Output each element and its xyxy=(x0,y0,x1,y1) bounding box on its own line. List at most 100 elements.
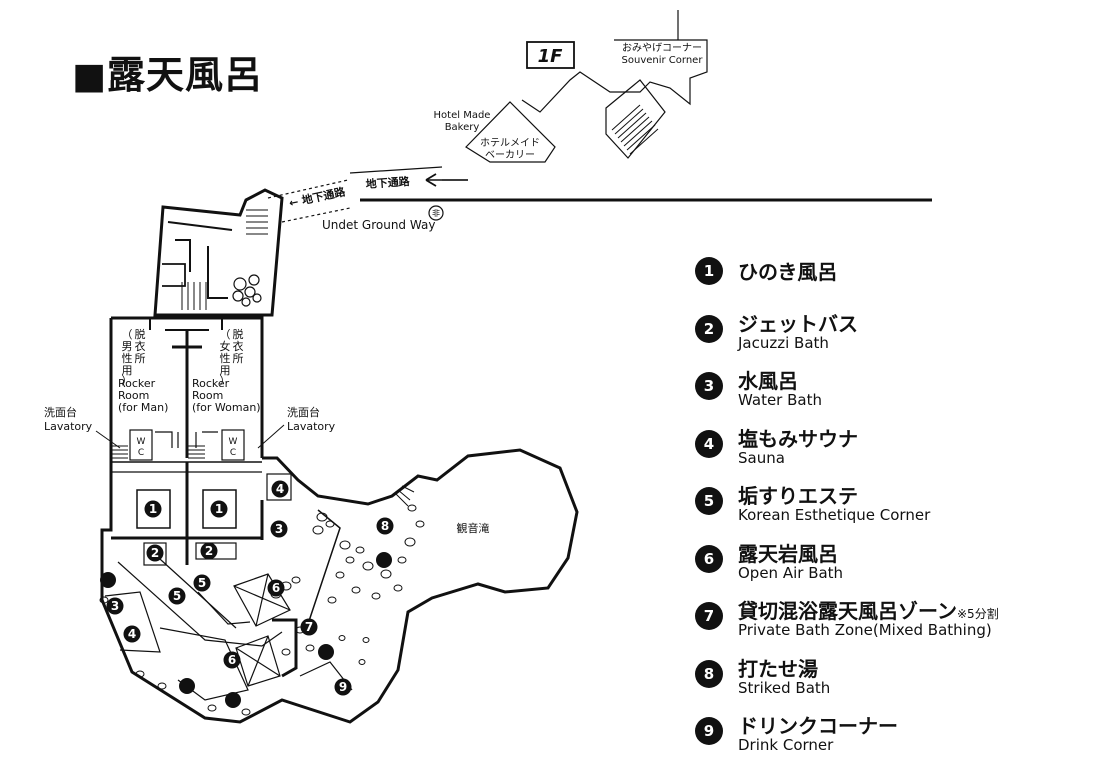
marker-5-left: 5 xyxy=(168,587,186,605)
svg-text:Room: Room xyxy=(118,389,149,402)
lavatory-left-jp: 洗面台 xyxy=(44,405,77,419)
locker-man-label-jp: 脱 衣 所 （ 男 性 用 ） xyxy=(122,327,146,387)
marker-3-left: 3 xyxy=(106,597,124,615)
svg-text:4: 4 xyxy=(276,482,284,496)
legend-label-en: Water Bath xyxy=(738,391,822,409)
bakery-outline xyxy=(465,101,556,163)
title-square: ■ xyxy=(72,56,108,97)
legend-label-en: Private Bath Zone(Mixed Bathing) xyxy=(738,621,992,639)
bakery-label-en-1: Hotel Made xyxy=(434,110,491,121)
svg-text:Rocker: Rocker xyxy=(118,377,156,390)
svg-text:所: 所 xyxy=(135,352,146,365)
legend-item-9: 9 ドリンクコーナー Drink Corner xyxy=(695,710,1095,768)
bakery-label-en-2: Bakery xyxy=(445,122,480,133)
svg-text:）: ） xyxy=(220,374,231,387)
legend-note: ※5分割 xyxy=(957,607,999,621)
marker-2-right: 2 xyxy=(200,542,218,560)
legend-label-en: Drink Corner xyxy=(738,736,834,754)
bath-area xyxy=(99,448,579,724)
marker-6-right: 6 xyxy=(267,579,285,597)
floor-label: 1F xyxy=(538,46,564,67)
waterfall-label: 観音滝 xyxy=(457,521,490,535)
marker-4-right: 4 xyxy=(271,480,289,498)
emergency-mark: 非 xyxy=(432,208,440,218)
svg-text:衣: 衣 xyxy=(135,339,146,353)
svg-text:男: 男 xyxy=(122,340,133,353)
legend-label-jp-text: 貸切混浴露天風呂ゾーン xyxy=(738,599,957,623)
legend-number: 7 xyxy=(695,602,723,630)
svg-text:脱: 脱 xyxy=(233,327,244,341)
legend-number: 5 xyxy=(695,487,723,515)
upper-floor-area xyxy=(267,10,932,223)
marker-3-right: 3 xyxy=(270,520,288,538)
svg-text:(for Woman): (for Woman) xyxy=(192,401,261,414)
svg-text:用: 用 xyxy=(122,364,133,377)
svg-text:（: （ xyxy=(220,328,231,341)
svg-text:3: 3 xyxy=(275,522,283,536)
legend-item-4: 4 塩もみサウナ Sauna xyxy=(695,423,1095,481)
wc-left-w: W xyxy=(137,437,146,447)
lavatory-right-jp: 洗面台 xyxy=(287,405,320,419)
bath6-roof xyxy=(235,635,281,687)
svg-text:9: 9 xyxy=(339,680,347,694)
entry-building xyxy=(153,188,284,317)
legend-item-3: 3 水風呂 Water Bath xyxy=(695,365,1095,423)
legend-label-jp: 塩もみサウナ xyxy=(738,426,858,451)
emergency-exit-icon xyxy=(428,205,444,221)
legend: 1 ひのき風呂 2 ジェットバス Jacuzzi Bath 3 水風呂 Wate… xyxy=(695,250,1095,768)
legend-item-2: 2 ジェットバス Jacuzzi Bath xyxy=(695,308,1095,366)
wc-left-c: C xyxy=(138,448,144,458)
legend-label-jp: ジェットバス xyxy=(738,311,858,336)
legend-label-jp: 貸切混浴露天風呂ゾーン※5分割 xyxy=(738,595,999,624)
souvenir-label-jp: おみやげコーナー xyxy=(622,42,702,54)
svg-text:用: 用 xyxy=(220,364,231,377)
svg-text:性: 性 xyxy=(122,351,133,365)
locker-man-label-en: Rocker Room (for Man) xyxy=(118,377,168,414)
legend-item-6: 6 露天岩風呂 Open Air Bath xyxy=(695,538,1095,596)
locker-rooms xyxy=(95,316,285,461)
marker-1-left: 1 xyxy=(144,500,162,518)
wc-right-c: C xyxy=(230,448,236,458)
svg-text:6: 6 xyxy=(228,653,236,667)
svg-text:7: 7 xyxy=(305,620,313,634)
bakery-label-jp-1: ホテルメイド xyxy=(480,137,540,149)
svg-text:女: 女 xyxy=(220,339,231,353)
marker-1-right: 1 xyxy=(210,500,228,518)
legend-label-jp: 打たせ湯 xyxy=(738,656,818,681)
legend-item-7: 7 貸切混浴露天風呂ゾーン※5分割 Private Bath Zone(Mixe… xyxy=(695,595,1095,653)
title-text: 露天風呂 xyxy=(107,53,264,97)
svg-text:5: 5 xyxy=(173,589,181,603)
svg-text:1: 1 xyxy=(149,502,157,516)
legend-label-en: Korean Esthetique Corner xyxy=(738,506,931,524)
legend-number: 9 xyxy=(695,717,723,745)
marker-7: 7 xyxy=(300,618,318,636)
svg-text:2: 2 xyxy=(205,544,213,558)
marker-9: 9 xyxy=(334,678,352,696)
legend-label-en: Striked Bath xyxy=(738,678,831,697)
legend-label-en: Open Air Bath xyxy=(738,563,844,582)
locker-woman-label-en: Rocker Room (for Woman) xyxy=(192,377,261,414)
underground-label-right: 地下通路 xyxy=(365,174,411,191)
wc-right-w: W xyxy=(229,437,238,447)
marker-4-left: 4 xyxy=(123,625,141,643)
legend-label-jp: 垢すりエステ xyxy=(738,484,858,508)
legend-label-en: Jacuzzi Bath xyxy=(738,333,829,352)
legend-number: 4 xyxy=(695,429,723,458)
legend-label-jp: ひのき風呂 xyxy=(738,260,838,284)
open-air-bath-roof xyxy=(233,573,291,627)
svg-text:脱: 脱 xyxy=(135,327,146,341)
legend-item-1: 1 ひのき風呂 xyxy=(695,250,1095,308)
floor-label-box xyxy=(526,41,575,69)
svg-text:衣: 衣 xyxy=(233,339,244,353)
legend-label-en: Sauna xyxy=(738,448,785,467)
marker-6-bottom: 6 xyxy=(223,651,241,669)
lavatory-right-en: Lavatory xyxy=(287,420,336,433)
legend-item-8: 8 打たせ湯 Striked Bath xyxy=(695,653,1095,711)
svg-text:3: 3 xyxy=(111,599,119,613)
underground-label-left: ← 地下通路 xyxy=(288,184,348,210)
legend-number: 6 xyxy=(695,544,723,573)
svg-text:5: 5 xyxy=(198,576,206,590)
marker-8: 8 xyxy=(376,517,394,535)
legend-item-5: 5 垢すりエステ Korean Esthetique Corner xyxy=(695,480,1095,538)
legend-label-jp: 露天岩風呂 xyxy=(738,541,838,566)
